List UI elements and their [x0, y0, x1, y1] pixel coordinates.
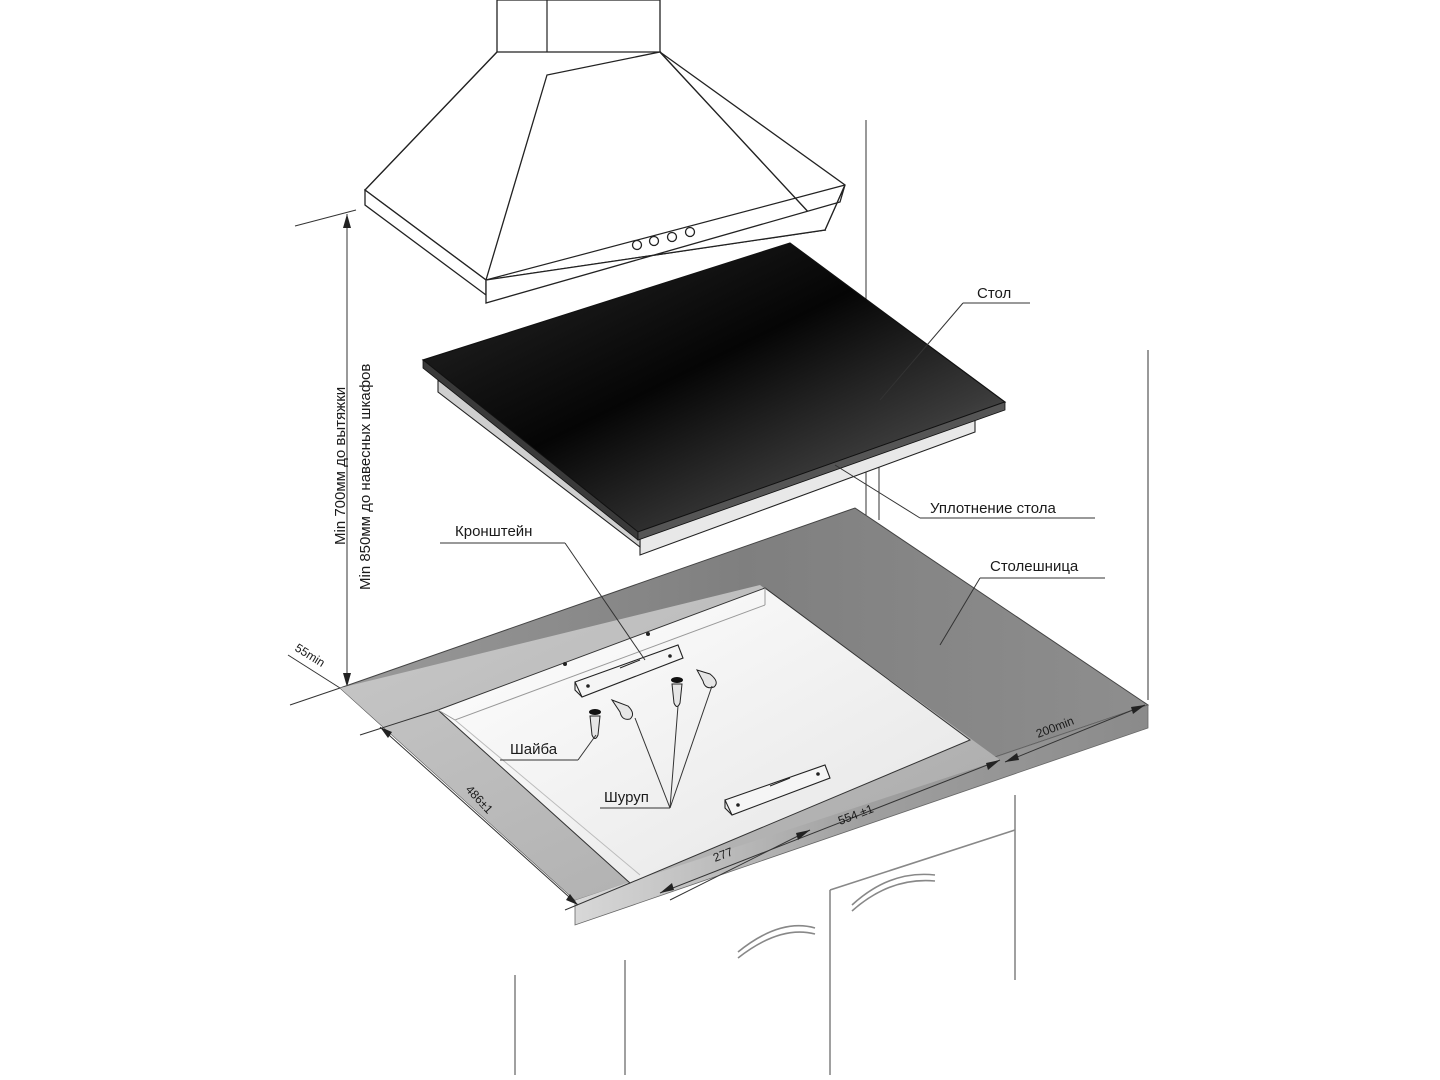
label-stoleshnitsa: Столешница [990, 558, 1079, 575]
dim-half-width: 277 [711, 844, 735, 864]
cabinet-handle [737, 924, 816, 953]
leader-lines [440, 302, 1105, 809]
screw-icon [695, 669, 717, 689]
hob-panel [421, 242, 1007, 556]
label-kronshtein: Кронштейн [455, 523, 532, 540]
washer-icon [589, 709, 601, 715]
countertop [339, 507, 1150, 926]
label-shurup: Шуруп [604, 789, 649, 806]
dim-height-line2: Min 850мм до навесных шкафов [357, 364, 374, 590]
fasteners [589, 669, 717, 739]
bracket [724, 764, 831, 816]
cabinet-handle [851, 873, 936, 906]
screw-icon [610, 698, 634, 720]
range-hood [364, 0, 846, 304]
label-shaiba: Шайба [510, 741, 558, 758]
dimension-lines [287, 654, 1146, 911]
hood-button-icon [666, 231, 678, 243]
height-dimension [294, 209, 357, 687]
label-stol: Стол [977, 285, 1011, 302]
washer-icon [671, 677, 683, 683]
label-uplotnenie: Уплотнение стола [930, 500, 1057, 517]
brackets [563, 632, 831, 816]
hood-button-icon [648, 235, 660, 247]
dim-height-line1: Min 700мм до вытяжки [332, 387, 349, 545]
cabinets [514, 795, 1016, 1075]
dim-front-gap: 55min [292, 641, 327, 670]
hood-button-icon [631, 239, 643, 251]
hood-button-icon [684, 226, 696, 238]
